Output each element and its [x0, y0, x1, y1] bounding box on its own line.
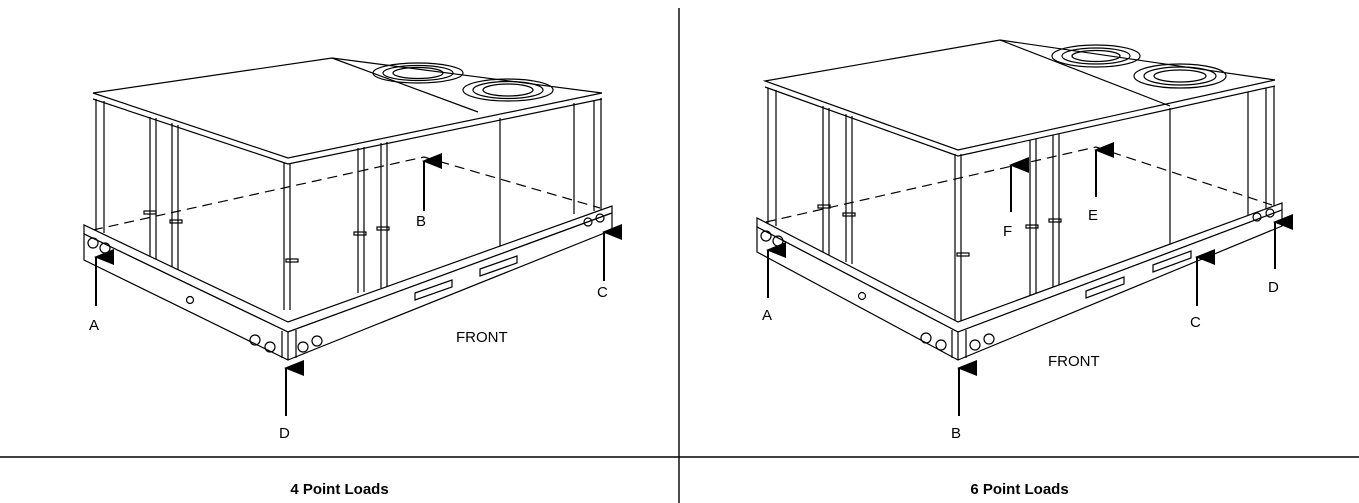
label-b-6: B — [951, 425, 961, 442]
label-a-6: A — [762, 307, 772, 324]
label-d: D — [279, 425, 290, 442]
label-e-6: E — [1088, 207, 1098, 224]
caption-6-point-loads: 6 Point Loads — [970, 481, 1069, 498]
front-label-left: FRONT — [456, 329, 508, 346]
load-arrows-6-point — [766, 142, 1293, 416]
label-b: B — [416, 213, 426, 230]
label-a: A — [89, 317, 99, 334]
label-c-6: C — [1190, 314, 1201, 331]
caption-4-point-loads: 4 Point Loads — [290, 481, 389, 498]
unit-illustration-4-point — [83, 57, 613, 361]
label-f-6: F — [1003, 223, 1012, 240]
label-d-6: D — [1268, 279, 1279, 296]
front-label-right: FRONT — [1048, 353, 1100, 370]
load-arrows-4-point — [94, 153, 622, 416]
label-c: C — [597, 284, 608, 301]
unit-illustration-6-point — [756, 39, 1283, 361]
